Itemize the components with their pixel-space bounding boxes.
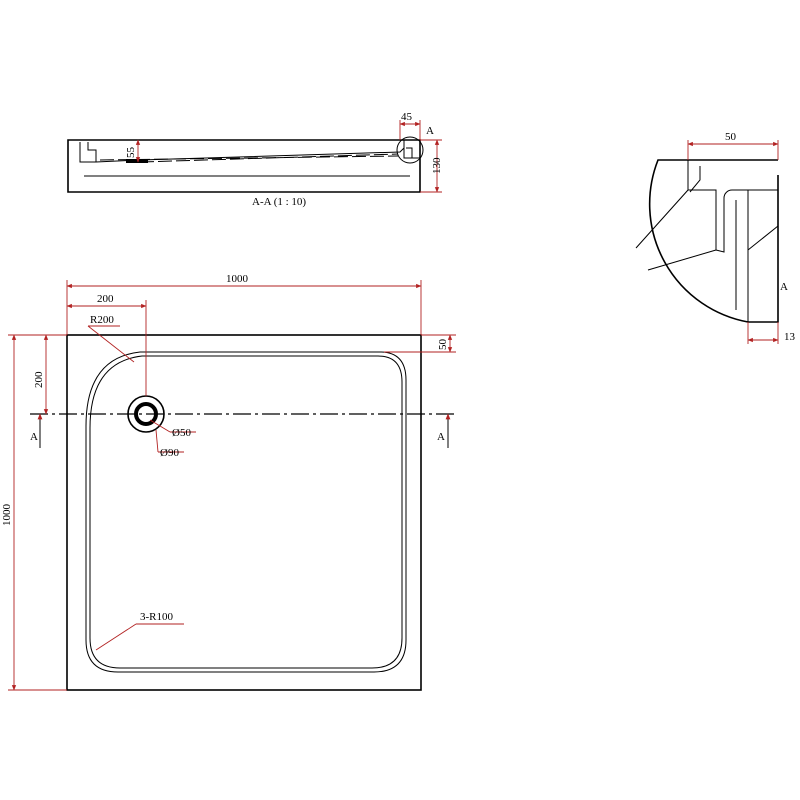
section-caption: A-A (1 : 10) [252,196,306,208]
detail-dim-50: 50 [725,131,737,143]
section-floor [79,142,410,177]
section-view: 130 45 A 55 A-A (1 : 10) [67,111,443,208]
plan-radius-others: 3-R100 [140,611,174,623]
plan-dim-drain-y: 200 [33,371,45,388]
drain-inner-leader [149,419,171,433]
detail-circle-outline [648,159,779,323]
section-floor-slope [99,153,399,163]
plan-inner-tray-rim [89,355,403,669]
detail-rim-inner [689,166,737,310]
section-right-rim [403,140,420,159]
detail-marker-a: A [780,281,788,293]
drain-inner-label: Ø50 [172,427,191,439]
plan-dim-offset: 50 [437,339,449,351]
plan-r200-leader [87,325,135,363]
plan-radius-corner: R200 [90,314,114,326]
detail-rim-profile [635,160,779,322]
plan-inner-tray [85,351,407,673]
section-marker-right: A [437,431,445,443]
plan-dim-width: 1000 [226,273,249,285]
section-drain [126,159,148,163]
detail-circle [396,136,424,164]
section-dim-55: 55 [125,147,137,159]
plan-r100-leader [95,623,137,651]
section-marker-a: A [426,125,434,137]
detail-dim-13: 13 [784,331,796,343]
drain-outer-label: Ø90 [160,447,179,459]
section-dim-45: 45 [401,111,413,123]
detail-view: 50 13 A [635,131,796,344]
section-dim-130: 130 [431,157,443,174]
drain-outer-leader [155,429,159,453]
plan-view: A A 1000 200 R200 50 1000 200 Ø50 [1,273,456,691]
plan-dim-drain-x: 200 [97,293,114,305]
section-marker-left: A [30,431,38,443]
plan-outer-edge [66,334,422,691]
section-outline [67,139,421,193]
plan-dim-height: 1000 [1,504,13,527]
